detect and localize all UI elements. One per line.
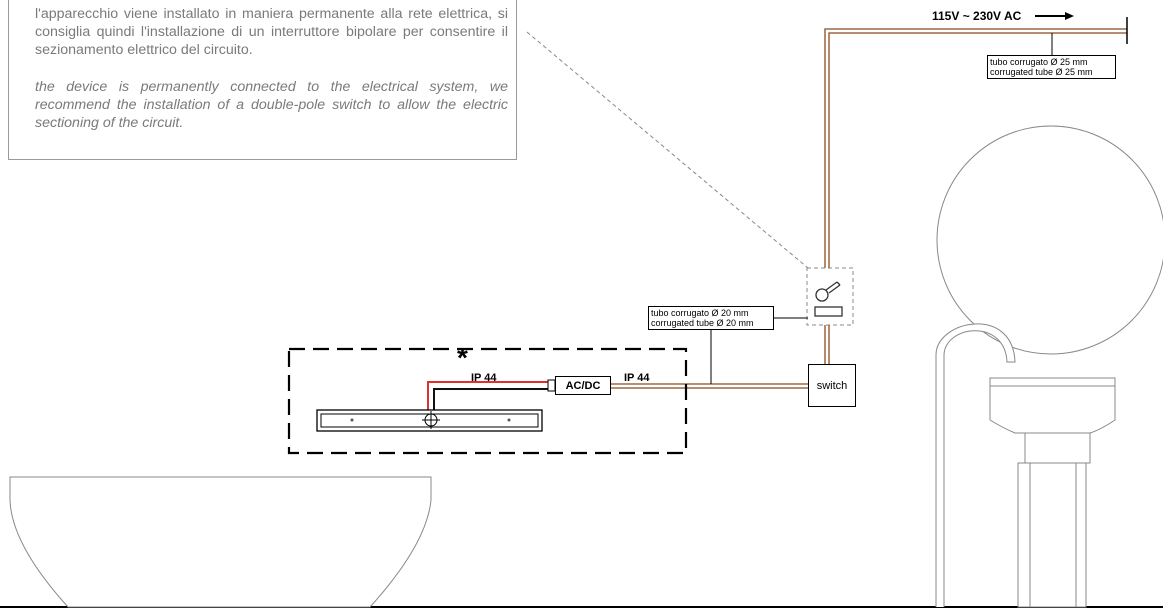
ip-rating-left: IP 44 xyxy=(471,372,497,384)
supply-conduit xyxy=(824,28,1127,270)
tube-25-line2: corrugated tube Ø 25 mm xyxy=(990,67,1093,77)
ip-rating-right: IP 44 xyxy=(624,372,650,384)
led-bar-icon xyxy=(316,409,543,432)
washbasin-icon xyxy=(9,476,432,608)
note-english: the device is permanently connected to t… xyxy=(35,79,508,131)
fixture-enclosure xyxy=(287,347,688,455)
faucet-icon xyxy=(935,323,1016,607)
mirror-icon xyxy=(936,125,1163,355)
tube-20-line2: corrugated tube Ø 20 mm xyxy=(651,318,754,328)
double-pole-switch: switch xyxy=(808,364,856,407)
tube-25-line1: tubo corrugato Ø 25 mm xyxy=(990,57,1088,67)
acdc-driver: AC/DC xyxy=(555,376,611,395)
tube-20-label: tubo corrugato Ø 20 mm corrugated tube Ø… xyxy=(648,306,774,330)
asterisk-mark: * xyxy=(457,342,468,373)
neutral-wire xyxy=(433,388,551,414)
installation-note: l'apparecchio viene installato in manier… xyxy=(8,0,517,160)
tube-20-line1: tubo corrugato Ø 20 mm xyxy=(651,308,749,318)
supply-voltage-label: 115V ~ 230V AC xyxy=(932,9,1022,23)
pedestal-sink-icon xyxy=(989,377,1116,608)
tube-25-label: tubo corrugato Ø 25 mm corrugated tube Ø… xyxy=(987,55,1116,79)
leader-line xyxy=(526,31,809,269)
live-wire xyxy=(427,381,551,414)
junction-box-icon xyxy=(814,281,843,317)
arrow-head-icon xyxy=(1065,12,1074,20)
driver-conduit xyxy=(611,383,808,389)
driver-connector xyxy=(547,379,556,392)
note-italian: l'apparecchio viene installato in manier… xyxy=(35,6,508,58)
switch-conduit xyxy=(824,325,830,364)
